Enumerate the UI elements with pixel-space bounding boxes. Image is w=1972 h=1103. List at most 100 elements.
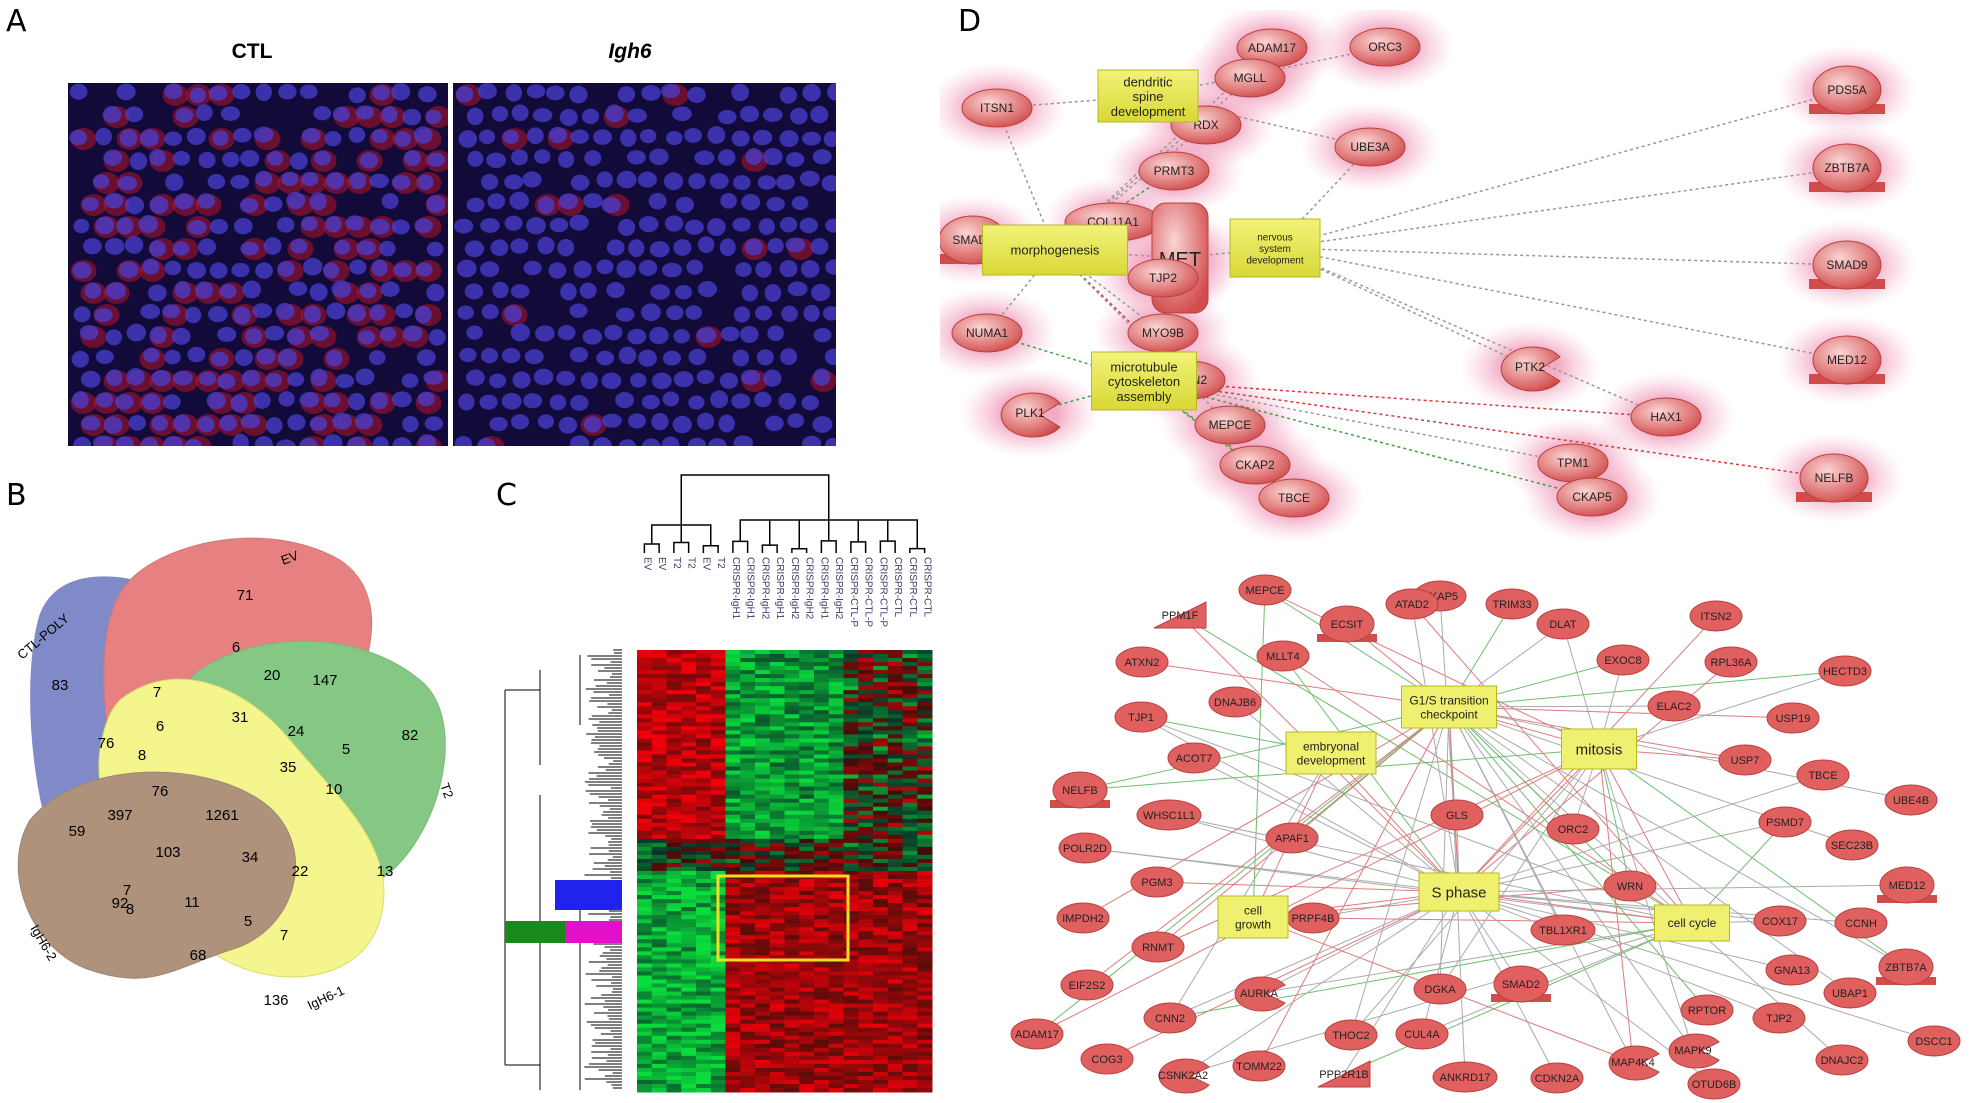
gene-node: DGKA — [1413, 973, 1467, 1005]
gene-node: PGM3 — [1130, 866, 1184, 898]
heatmap-column-label: CRISPR-CTL — [892, 557, 903, 617]
gene-node: RPTOR — [1680, 994, 1734, 1026]
svg-text:TRIM33: TRIM33 — [1492, 599, 1531, 611]
panel-label-a: A — [6, 4, 27, 39]
venn-count: 76 — [98, 735, 115, 752]
venn-set-igh6-2 — [17, 771, 296, 979]
svg-text:ORC3: ORC3 — [1368, 40, 1402, 54]
heatmap-column-label: CRISPR-CTL — [907, 557, 918, 617]
svg-text:growth: growth — [1235, 917, 1271, 931]
gene-node: PRMT3 — [1138, 151, 1210, 191]
venn-count: 397 — [107, 807, 132, 824]
svg-text:COG3: COG3 — [1091, 1054, 1122, 1066]
gene-node: ORC3 — [1349, 27, 1421, 67]
venn-count: 20 — [264, 667, 281, 684]
svg-text:CUL4A: CUL4A — [1404, 1029, 1440, 1041]
venn-count: 5 — [244, 913, 252, 930]
svg-text:ECSIT: ECSIT — [1331, 619, 1364, 631]
venn-count: 59 — [69, 823, 86, 840]
svg-text:cell: cell — [1244, 904, 1262, 918]
svg-text:CKAP5: CKAP5 — [1572, 490, 1612, 504]
svg-text:ITSN1: ITSN1 — [980, 101, 1014, 115]
venn-count: 35 — [280, 759, 297, 776]
svg-text:MEPCE: MEPCE — [1209, 418, 1252, 432]
gene-node: GNA13 — [1765, 954, 1819, 986]
gene-node: GLS — [1430, 799, 1484, 831]
gene-node: UBE4B — [1884, 784, 1938, 816]
svg-text:IMPDH2: IMPDH2 — [1062, 913, 1104, 925]
gene-node: PPP2R1B — [1317, 1060, 1371, 1088]
gene-node: WHSC1L1 — [1136, 799, 1202, 831]
svg-text:PDS5A: PDS5A — [1827, 83, 1866, 97]
venn-count: 5 — [342, 741, 350, 758]
svg-text:development: development — [1111, 104, 1186, 119]
gene-node: WRN — [1603, 870, 1657, 902]
gene-node: RNMT — [1131, 931, 1185, 963]
venn-count: 13 — [377, 863, 394, 880]
svg-text:TJP2: TJP2 — [1149, 271, 1177, 285]
heatmap-column-label: CRISPR-CTL-P — [863, 557, 874, 627]
venn-count: 34 — [242, 849, 259, 866]
heatmap-column-label: T2 — [715, 557, 726, 569]
heatmap-column-label: CRISPR-IgH1 — [745, 557, 756, 620]
process-hub: mitosis — [1561, 728, 1637, 770]
gene-node: ATXN2 — [1115, 646, 1169, 678]
svg-text:ADAM17: ADAM17 — [1248, 41, 1296, 55]
gene-node: HAX1 — [1630, 397, 1702, 437]
gene-node: TJP2 — [1127, 258, 1199, 298]
gene-node: ECSIT — [1317, 605, 1377, 643]
cluster-bar-blue — [555, 880, 622, 910]
venn-count: 11 — [184, 894, 200, 911]
igh6-title: Igh6 — [608, 40, 652, 63]
svg-text:ATXN2: ATXN2 — [1125, 657, 1160, 669]
venn-count: 7 — [280, 927, 288, 944]
process-hub: morphogenesis — [982, 224, 1128, 276]
gene-node: CKAP2 — [1219, 445, 1291, 485]
gene-node: PPM1F — [1153, 601, 1207, 629]
svg-text:S phase: S phase — [1431, 884, 1486, 901]
svg-text:USP7: USP7 — [1731, 755, 1760, 767]
svg-text:PGM3: PGM3 — [1141, 877, 1172, 889]
svg-text:MGLL: MGLL — [1234, 71, 1267, 85]
gene-node: CUL4A — [1395, 1018, 1449, 1050]
gene-node: MAP4K4 — [1608, 1045, 1660, 1081]
venn-count: 7 — [153, 684, 161, 701]
gene-node: UBAP1 — [1823, 977, 1877, 1009]
venn-count: 6 — [232, 639, 240, 656]
gene-node: ADAM17 — [1010, 1018, 1064, 1050]
svg-text:RPTOR: RPTOR — [1688, 1005, 1726, 1017]
gene-node: MEPCE — [1238, 574, 1292, 606]
venn-count: 22 — [292, 863, 309, 880]
gene-node: POLR2D — [1058, 832, 1112, 864]
svg-text:development: development — [1297, 753, 1366, 767]
svg-text:PPM1F: PPM1F — [1162, 610, 1199, 622]
svg-text:EXOC8: EXOC8 — [1604, 655, 1641, 667]
svg-text:ITSN2: ITSN2 — [1700, 611, 1731, 623]
svg-text:MYO9B: MYO9B — [1142, 326, 1184, 340]
svg-text:UBE3A: UBE3A — [1350, 140, 1389, 154]
igh6-micrograph — [453, 83, 836, 446]
process-hub: cell cycle — [1654, 904, 1730, 942]
svg-text:cell cycle: cell cycle — [1668, 916, 1717, 930]
heatmap-column-label: CRISPR-IgH1 — [774, 557, 785, 620]
svg-text:SEC23B: SEC23B — [1831, 840, 1873, 852]
svg-text:morphogenesis: morphogenesis — [1011, 243, 1100, 258]
svg-text:ELAC2: ELAC2 — [1657, 701, 1692, 713]
gene-node: NELFB — [1796, 453, 1872, 503]
svg-text:checkpoint: checkpoint — [1420, 707, 1478, 721]
heatmap-column-label: CRISPR-CTL — [922, 557, 933, 617]
venn-count: 8 — [126, 901, 134, 918]
svg-text:MED12: MED12 — [1827, 353, 1867, 367]
gene-node: ELAC2 — [1647, 690, 1701, 722]
ctl-title: CTL — [231, 40, 273, 63]
gene-node: UBE3A — [1334, 127, 1406, 167]
svg-text:EIF2S2: EIF2S2 — [1069, 980, 1106, 992]
svg-text:PRMT3: PRMT3 — [1154, 164, 1195, 178]
svg-text:microtubule: microtubule — [1110, 359, 1177, 374]
panel-label-c: C — [496, 478, 517, 513]
svg-text:dendritic: dendritic — [1123, 74, 1173, 89]
heatmap-column-label: CRISPR-IgH2 — [804, 557, 815, 620]
